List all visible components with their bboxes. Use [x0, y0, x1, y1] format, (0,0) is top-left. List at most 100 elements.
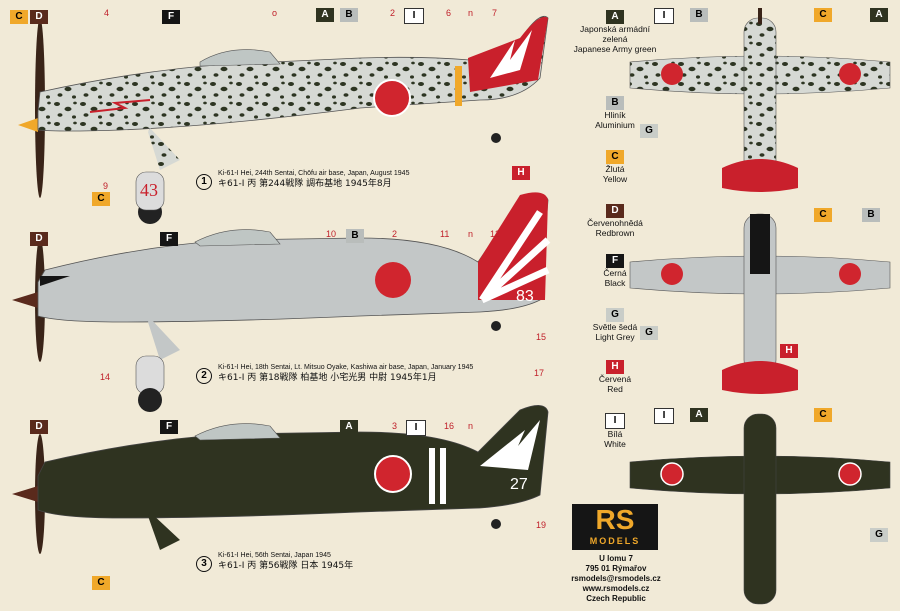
- callout: n: [468, 229, 474, 239]
- hinomaru: [373, 79, 411, 117]
- legend-name-en: Black: [604, 278, 626, 288]
- wheel: [138, 388, 162, 412]
- legend-name-cz: Červená: [598, 374, 632, 384]
- badge-d: D: [30, 232, 48, 246]
- profile-2-aircraft: [12, 192, 551, 412]
- address-line: 795 01 Rýmařov: [585, 564, 647, 573]
- badge-i: I: [654, 408, 674, 424]
- address-email[interactable]: rsmodels@rsmodels.cz: [571, 574, 661, 583]
- callout: 12: [490, 229, 501, 239]
- hinomaru: [375, 262, 411, 298]
- tail-wheel: [491, 321, 501, 331]
- profile-2-number: 2: [196, 368, 212, 384]
- legend-badge: G: [606, 308, 624, 322]
- landing-gear: [148, 128, 180, 170]
- legend-badge: A: [606, 10, 624, 24]
- legend-badge: B: [606, 96, 624, 110]
- badge-a: A: [690, 408, 708, 422]
- legend-name-cz: Hliník: [604, 110, 626, 120]
- callout: 2: [390, 8, 396, 18]
- callout: 3: [392, 421, 398, 431]
- fuselage-band: [455, 66, 462, 106]
- badge-i: I: [406, 420, 426, 436]
- legend-name-cz: Žlutá: [605, 164, 625, 174]
- badge-c: C: [814, 8, 832, 22]
- logo-models: MODELS: [589, 536, 641, 546]
- legend-name-cz: Japonská armádní zelená: [580, 24, 650, 44]
- badge-g: G: [640, 326, 658, 340]
- caption-japanese: キ61-I 丙 第18戦隊 柏基地 小宅光男 中尉 1945年1月: [218, 373, 437, 383]
- legend-g: G Světle šedá Light Grey: [572, 304, 658, 342]
- callout: o: [272, 8, 278, 18]
- badge-f: F: [160, 232, 178, 246]
- badge-i: I: [654, 8, 674, 24]
- legend-f: F Černá Black: [572, 250, 658, 288]
- badge-c: C: [10, 10, 28, 24]
- profile-1-number: 1: [196, 174, 212, 190]
- callout: 19: [536, 520, 547, 530]
- spinner: [12, 292, 38, 308]
- legend-d: D Červenohnědá Redbrown: [572, 200, 658, 238]
- legend-badge: D: [606, 204, 624, 218]
- profile-3-aircraft: [12, 405, 549, 554]
- anti-glare: [40, 276, 70, 286]
- badge-c: C: [814, 408, 832, 422]
- landing-gear: [148, 318, 180, 360]
- tail-emblem: [480, 420, 540, 470]
- address-line: U lomu 7: [599, 554, 633, 563]
- gear-door: [135, 171, 165, 211]
- spinner: [12, 486, 38, 502]
- fin-code-2: 83: [516, 288, 534, 305]
- address-website[interactable]: www.rsmodels.cz: [582, 584, 650, 593]
- caption-japanese: キ61-I 丙 第244戦隊 調布基地 1945年8月: [218, 179, 392, 189]
- fuselage: [37, 194, 549, 323]
- legend-badge: C: [606, 150, 624, 164]
- legend-name-cz: Bílá: [607, 429, 623, 439]
- fin-code-1: 43: [140, 180, 158, 200]
- profile-3-number: 3: [196, 556, 212, 572]
- badge-g: G: [870, 528, 888, 542]
- profile-2-caption: Ki-61-I Hei, 18th Sentai, Lt. Mitsuo Oya…: [218, 362, 548, 384]
- badge-a: A: [870, 8, 888, 22]
- landing-gear: [148, 512, 180, 550]
- legend-name-en: Japanese Army green: [573, 44, 657, 54]
- legend-c: C Žlutá Yellow: [572, 146, 658, 184]
- white-band-2: [440, 448, 446, 504]
- canopy: [194, 423, 281, 441]
- profile-3-caption: Ki-61-I Hei, 56th Sentai, Japan 1945 キ61…: [218, 550, 518, 572]
- legend-badge: H: [606, 360, 624, 374]
- legend-name-en: Light Grey: [595, 332, 635, 342]
- badge-a: A: [316, 8, 334, 22]
- badge-f: F: [162, 10, 180, 24]
- callout: 2: [392, 229, 398, 239]
- legend-badge: F: [606, 254, 624, 268]
- rs-logo: [572, 504, 658, 550]
- callout: 4: [104, 8, 110, 18]
- badge-a: A: [340, 420, 358, 434]
- callout: n: [468, 421, 474, 431]
- address-block: U lomu 7 795 01 Rýmařov rsmodels@rsmodel…: [570, 554, 662, 604]
- legend-name-en: Redbrown: [595, 228, 635, 238]
- tail-rays: [479, 210, 551, 304]
- badge-b: B: [346, 229, 364, 243]
- legend-name-en: White: [604, 439, 626, 449]
- caption-text: Ki-61-I Hei, 244th Sentai, Chōfu air bas…: [218, 170, 410, 177]
- top-view-1: [629, 8, 891, 192]
- badge-c: C: [814, 208, 832, 222]
- spinner: [18, 118, 38, 132]
- top-view-3: [629, 413, 891, 605]
- callout: 10: [326, 229, 337, 239]
- legend-b: B Hliník Aluminium: [572, 92, 658, 130]
- badge-c: C: [92, 576, 110, 590]
- profile-1-caption: Ki-61-I Hei, 244th Sentai, Chōfu air bas…: [218, 168, 518, 190]
- badge-f: F: [160, 420, 178, 434]
- legend-name-cz: Černá: [603, 268, 627, 278]
- callout: 15: [536, 332, 547, 342]
- fin-code-3: 27: [510, 476, 528, 493]
- address-line: Czech Republic: [586, 594, 646, 603]
- tail-wheel: [491, 133, 501, 143]
- badge-h: H: [780, 344, 798, 358]
- callout: 7: [492, 8, 498, 18]
- logo-rs: RS: [595, 504, 635, 535]
